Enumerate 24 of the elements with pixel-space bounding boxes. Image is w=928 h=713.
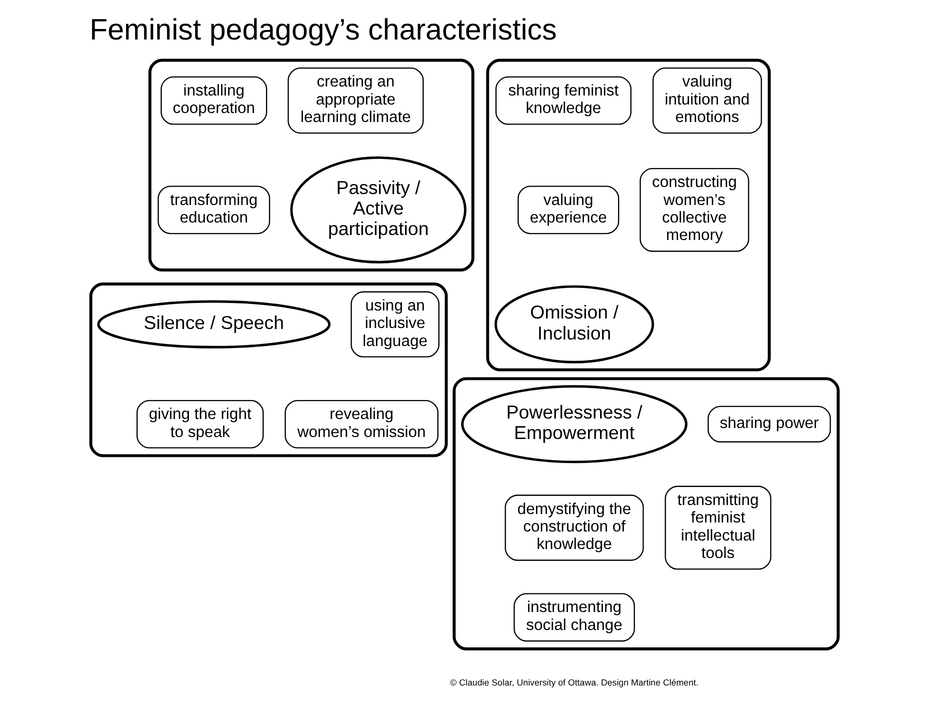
- cluster: [88, 282, 448, 458]
- node-box: valuing experience: [517, 186, 619, 234]
- diagram-title: Feminist pedagogy’s characteristics: [89, 14, 556, 47]
- node-box: transmitting feminist intellectual tools: [664, 486, 771, 570]
- node-box: sharing power: [707, 406, 830, 442]
- node-box: valuing intuition and emotions: [652, 68, 762, 134]
- node-box: demystifying the construction of knowledge: [504, 494, 644, 561]
- node-box: constructing women’s collective memory: [639, 168, 749, 252]
- node-box: creating an appropriate learning climate: [287, 68, 424, 134]
- node-box: instrumenting social change: [513, 593, 634, 642]
- node-ellipse: Passivity / Active participation: [290, 156, 466, 264]
- label: © Claudie Solar, University of Ottawa. Design Martine Clément.: [450, 677, 698, 688]
- node-box: transforming education: [157, 186, 270, 234]
- node-box: using an inclusive language: [350, 291, 439, 358]
- cluster: [148, 58, 474, 272]
- node-box: installing cooperation: [160, 76, 267, 125]
- node-ellipse: Omission / Inclusion: [494, 285, 654, 364]
- node-box: giving the right to speak: [136, 400, 264, 448]
- node-box: revealing women’s omission: [284, 400, 438, 448]
- node-ellipse: Powerlessness / Empowerment: [460, 385, 687, 464]
- node-box: sharing feminist knowledge: [494, 76, 631, 125]
- cluster: [452, 377, 840, 650]
- cluster: [486, 58, 770, 372]
- node-ellipse: Silence / Speech: [96, 300, 330, 348]
